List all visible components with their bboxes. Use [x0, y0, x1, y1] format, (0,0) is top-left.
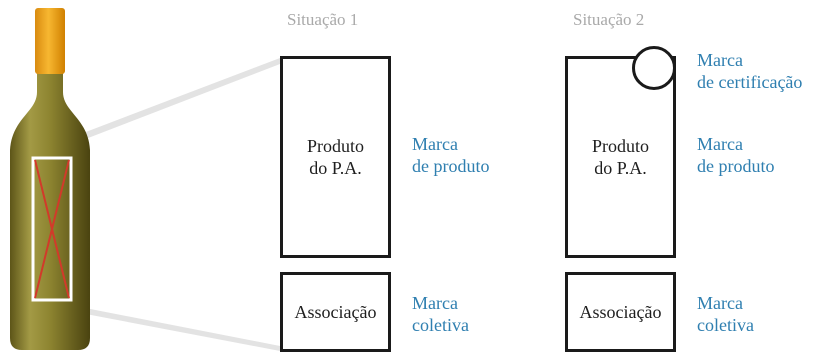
certification-circle-icon: [632, 46, 676, 90]
connector-lines: [70, 58, 280, 351]
product-box: Produto do P.A.: [565, 56, 676, 258]
association-box: Associação: [565, 272, 676, 352]
product-box-line: Produto: [306, 136, 364, 156]
product-box-line: do P.A.: [309, 158, 362, 178]
label-cross-line: [34, 159, 70, 299]
product-brand-label: Marca de produto: [412, 134, 490, 176]
product-box-line: Produto: [591, 136, 649, 156]
situation-1-title: Situação 1: [287, 10, 359, 29]
collective-brand-label: Marca coletiva: [412, 293, 469, 335]
product-box-line: do P.A.: [594, 158, 647, 178]
bottle-body: [10, 70, 90, 350]
product-brand-label: Marca de produto: [697, 134, 775, 176]
bottle-label-frame: [31, 156, 73, 302]
certification-brand-label: Marca de certificação: [697, 50, 803, 92]
collective-brand-label: Marca coletiva: [697, 293, 754, 335]
association-box: Associação: [280, 272, 391, 352]
product-box: Produto do P.A.: [280, 56, 391, 258]
bottle-cap: [35, 8, 65, 74]
situation-2-title: Situação 2: [573, 10, 645, 29]
